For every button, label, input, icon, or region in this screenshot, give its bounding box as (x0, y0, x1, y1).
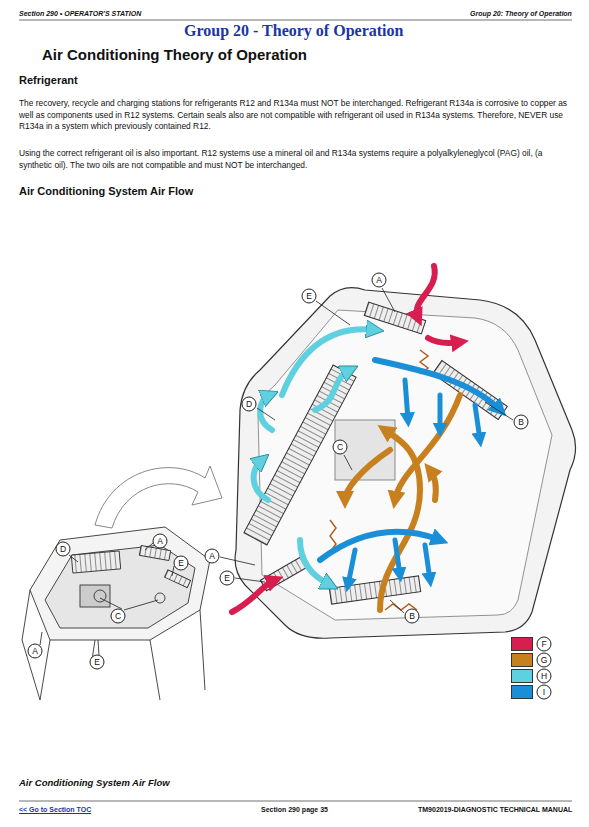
drawing-path (475, 405, 480, 440)
drawing-path (425, 545, 430, 580)
drawing-path (405, 380, 408, 420)
page-rules (19, 20, 572, 801)
drawing-line (316, 301, 350, 325)
drawing-path (345, 450, 390, 500)
footer-text: TM902019-DIAGNOSTIC TECHNICAL MANUAL (418, 806, 572, 813)
callout-letter: E (220, 571, 235, 586)
drawing-path (380, 430, 420, 610)
leader-lines (220, 288, 513, 613)
callout-letter: D (56, 542, 71, 557)
callout-letter: C (333, 440, 348, 455)
drawing-line (172, 566, 174, 576)
drawing-path (95, 466, 222, 528)
legend-letter: F (537, 637, 552, 652)
drawing-rect (165, 570, 191, 588)
drawing-line (382, 288, 395, 312)
legend-swatch (511, 653, 533, 667)
drawing-line (485, 402, 513, 420)
drawing-line (390, 600, 404, 613)
callout-letter: A (372, 273, 387, 288)
page-header: Group 20: Theory of Operation (470, 10, 572, 17)
drawing-path (260, 395, 272, 430)
legend-swatch (511, 685, 533, 699)
drawing-path (30, 527, 210, 640)
page-header: Section 290 • OPERATOR'S STATION (19, 10, 141, 17)
drawing-path (395, 395, 460, 500)
drawing-line (19, 20, 572, 21)
drawing-path (348, 550, 355, 585)
drawing-line (220, 557, 255, 565)
drawing-line (145, 543, 153, 550)
drawing-path (282, 329, 375, 395)
sub-heading: Air Conditioning System Air Flow (19, 185, 193, 197)
drawing-path (315, 370, 350, 410)
body-text: The recovery, recycle and charging stati… (19, 98, 571, 133)
drawing-line (235, 578, 265, 582)
section-heading: Air Conditioning Theory of Operation (42, 46, 307, 63)
figure-caption: Air Conditioning System Air Flow (19, 777, 170, 788)
drawing-path (300, 540, 330, 585)
drawing-rect (329, 576, 420, 604)
body-text: Using the correct refrigerant oil is als… (19, 148, 571, 171)
sub-heading: Refrigerant (19, 74, 78, 86)
footer-text: Section 290 page 35 (261, 806, 328, 813)
drawing-path (40, 610, 205, 700)
drawing-path (254, 460, 268, 500)
drawing-line (344, 455, 352, 470)
large-roof-view (235, 288, 575, 639)
drawing-g (329, 576, 420, 604)
callout-letter: E (174, 556, 189, 571)
drawing-path (417, 266, 435, 318)
drawing-path (45, 545, 195, 628)
drawing-circle (155, 593, 165, 603)
callout-letter: B (514, 415, 529, 430)
air-flow-arrows (232, 266, 500, 612)
drawing-path (395, 540, 400, 575)
small-cab-view (22, 527, 210, 700)
legend-swatch (511, 637, 533, 651)
callout-letter: D (242, 397, 257, 412)
callout-letter: A (153, 534, 168, 549)
drawing-path (235, 288, 575, 639)
callout-letter: B (405, 609, 420, 624)
drawing-path (320, 532, 440, 560)
drawing-line (98, 640, 99, 655)
legend-letter: G (537, 653, 552, 668)
drawing-path (330, 350, 428, 610)
drawing-line (100, 598, 122, 609)
drawing-line (124, 600, 158, 610)
drawing-line (40, 632, 42, 645)
drawing-path (438, 395, 443, 430)
drawing-rect (139, 545, 170, 560)
drawing-path (430, 470, 436, 500)
callout-letter: A (28, 644, 43, 659)
legend-letter: H (537, 669, 552, 684)
drawing-path (428, 338, 460, 343)
drawing-rect (71, 551, 120, 573)
legend-letter: I (537, 685, 552, 700)
callout-letter: E (90, 655, 105, 670)
transition-arrow (95, 466, 222, 528)
drawing-path (232, 580, 275, 612)
callout-letter: C (111, 609, 126, 624)
drawing-line (69, 555, 78, 562)
callout-letter: E (302, 289, 317, 304)
callout-letter: A (205, 549, 220, 564)
drawing-rect (80, 585, 110, 607)
page-title: Group 20 - Theory of Operation (184, 22, 403, 40)
legend-swatch (511, 669, 533, 683)
drawing-line (257, 408, 275, 420)
footer-link: << Go to Section TOC (19, 806, 91, 813)
drawing-line (19, 801, 572, 802)
